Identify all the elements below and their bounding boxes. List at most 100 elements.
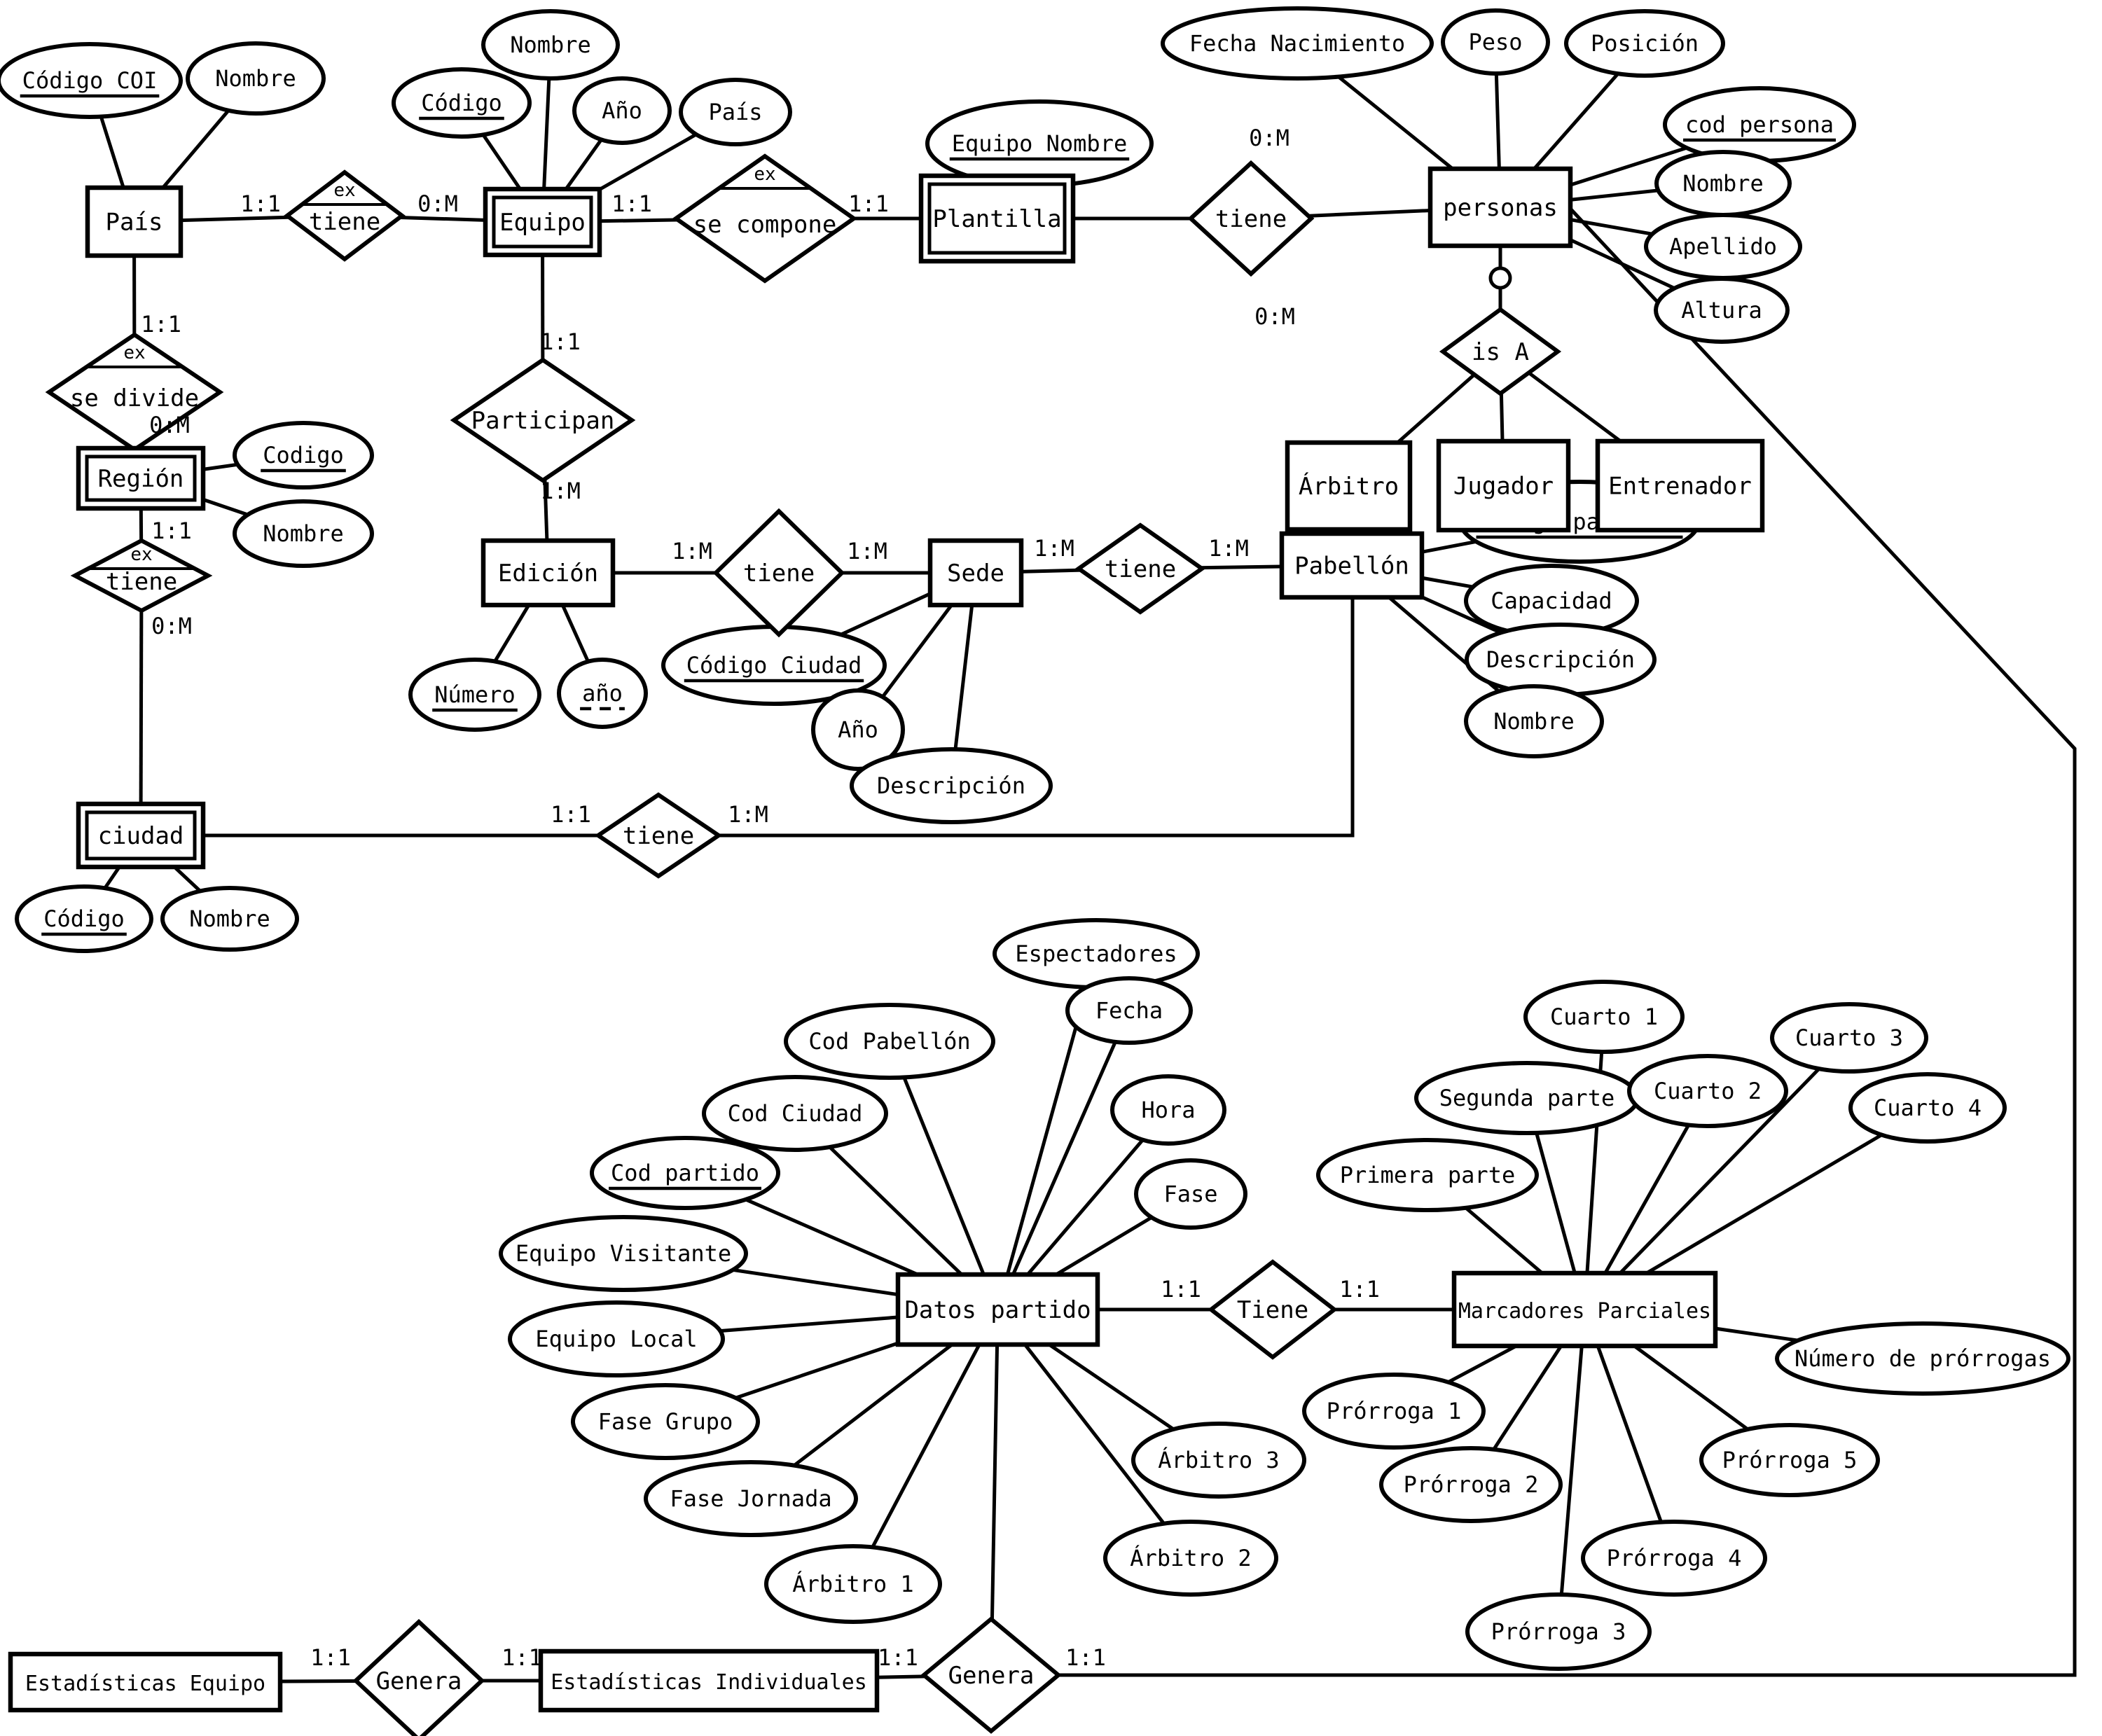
relationship-r-tiene7-shape [1208,1259,1338,1360]
entity-equipo-shape [483,186,602,258]
relationship-r-tiene4-label: tiene [743,560,815,588]
entity-ciudad: ciudad [76,801,206,870]
entity-arbitro-shape [1285,440,1413,532]
attr-nombre-ciudad-shape [160,886,299,952]
cardinality-label: 1:1 [551,801,591,828]
entity-personas-shape [1427,166,1573,249]
cardinality-label: 0:M [417,190,458,217]
attr-fase-shape [1134,1158,1247,1230]
attr-espectadores-label: Espectadores [1015,940,1177,967]
attr-cod-ciudad-dp-label: Cod Ciudad [728,1100,863,1127]
relationship-r-tiene3-label: tiene [1215,205,1287,233]
entity-pais: País [85,185,184,258]
attr-prorroga1-label: Prórroga 1 [1327,1398,1462,1424]
attr-capacidad: Capacidad [1464,564,1639,638]
attr-altura-shape [1654,277,1790,344]
attr-equipo-nombre-label: Equipo Nombre [952,130,1127,157]
attr-nombre-pab-label: Nombre [1493,708,1575,735]
entity-datos: Datos partido [895,1272,1100,1347]
attr-codigo-region: Codigo [233,421,374,489]
cardinality-label: 1:1 [240,190,281,217]
attr-codigo-ciudad-label: Código [43,905,125,932]
relationship-r-tiene5-shape [1074,522,1206,615]
attr-numero-shape [408,658,541,732]
relationship-r-tiene5: tiene [1074,522,1206,615]
attr-prorroga5: Prórroga 5 [1699,1423,1880,1497]
entity-plantilla-label: Plantilla [932,205,1061,233]
attr-cod-pabellon-dp-label: Cod Pabellón [808,1028,970,1055]
attr-segunda-label: Segunda parte [1439,1085,1614,1111]
attr-desc-pab: Descripción [1465,623,1657,697]
attr-prorroga2: Prórroga 2 [1379,1446,1563,1523]
attr-cuarto1-shape [1523,980,1685,1054]
entity-est-equipo-shape [8,1651,283,1713]
connector-line [851,1308,1000,1585]
attr-hora-label: Hora [1141,1097,1195,1123]
attr-fase-jornada-label: Fase Jornada [670,1485,831,1512]
attr-altura: Altura [1654,277,1790,344]
attr-fase-jornada-shape [644,1460,858,1537]
attr-anio-sede-shape [811,688,905,771]
connector-line [1058,207,2077,1677]
relationship-r-sedivide-label: se divide [70,384,199,412]
attr-codigo-equipo: Código [392,67,532,139]
cardinality-label: 1:1 [878,1644,918,1671]
entity-entrenador-label: Entrenador [1608,473,1752,501]
attr-primera-label: Primera parte [1340,1162,1515,1188]
entity-entrenador: Entrenador [1595,438,1765,533]
attr-equipo-nombre: Equipo Nombre [925,99,1154,188]
attr-altura-label: Altura [1681,297,1762,324]
attr-num-prorrogas: Número de prórrogas [1775,1321,2070,1396]
attr-cuarto2-label: Cuarto 2 [1654,1078,1762,1104]
attr-nombre-ciudad: Nombre [160,886,299,952]
attr-fase-jornada: Fase Jornada [644,1460,858,1537]
cardinality-label: 1:1 [1065,1644,1106,1671]
attr-fecha-shape [1065,976,1193,1045]
attr-cod-partido: Cod partido [590,1136,780,1210]
attr-anio-ed: año [557,658,648,729]
cardinality-label: 1:1 [540,328,581,355]
connector-line [658,566,1355,838]
attr-fecha-nac: Fecha Nacimiento [1161,6,1434,81]
attr-desc-sede-label: Descripción [877,772,1025,799]
entity-edicion-shape [480,538,616,608]
relationship-r-genera2-label: Genera [948,1662,1035,1690]
attr-fase-label: Fase [1163,1181,1217,1207]
entity-datos-shape [895,1272,1100,1347]
relationship-r-isa: is A [1439,307,1562,396]
entity-region: Región [76,445,206,511]
entity-marcadores-label: Marcadores Parciales [1458,1299,1711,1324]
attr-arbitro3-shape [1131,1422,1306,1499]
entity-personas: personas [1427,166,1573,249]
relationship-r-tiene4-shape [712,508,845,638]
relationship-r-tiene7-label: Tiene [1237,1296,1308,1324]
attr-nombre-pab-shape [1464,684,1604,758]
attr-eq-local: Equipo Local [508,1300,725,1377]
attr-nombre-personas: Nombre [1654,150,1792,217]
entity-pais-shape [85,185,184,258]
relationship-r-tiene7: Tiene [1208,1259,1338,1360]
attr-prorroga3-label: Prórroga 3 [1491,1618,1626,1645]
attr-cod-persona: cod persona [1663,86,1856,163]
attr-arbitro1: Árbitro 1 [764,1544,942,1624]
attr-peso-label: Peso [1468,29,1522,55]
relationship-r-genera2-shape [920,1616,1062,1734]
attr-cuarto4-shape [1848,1072,2007,1144]
relationship-r-tiene2-shape [70,538,213,613]
entity-equipo: Equipo [483,186,602,258]
attr-arbitro2-shape [1103,1520,1278,1597]
attr-prorroga5-label: Prórroga 5 [1722,1447,1858,1473]
attr-cod-partido-label: Cod partido [611,1160,759,1186]
cardinality-label: 1:1 [848,190,889,217]
attr-numero-label: Número [434,681,516,708]
cardinality-label: 1:1 [151,518,192,544]
attr-eq-visitante-shape [499,1215,748,1292]
relationship-r-tiene1-shape [284,169,406,262]
entity-arbitro-label: Árbitro [1299,472,1399,501]
cardinality-label: 1:1 [1339,1276,1380,1303]
attr-num-prorrogas-label: Número de prórrogas [1795,1345,2051,1372]
